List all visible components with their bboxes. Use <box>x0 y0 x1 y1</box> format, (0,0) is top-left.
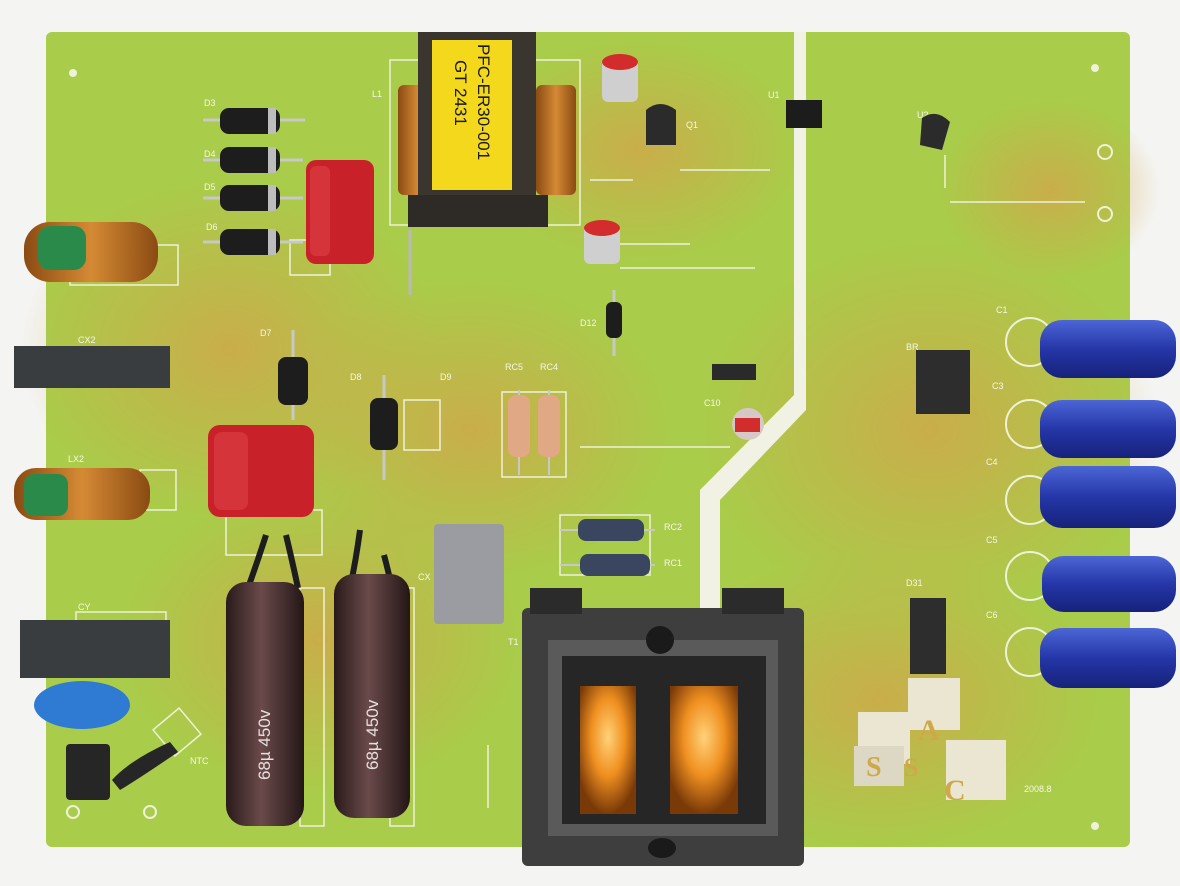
transformer-label-line2: GT 2431 <box>451 60 470 126</box>
small-electrolytic-caps <box>584 54 764 440</box>
resistors <box>508 390 655 576</box>
svg-text:RC1: RC1 <box>664 558 682 568</box>
svg-text:RC5: RC5 <box>505 362 523 372</box>
logo-letter-s-left: S <box>866 752 882 783</box>
x-capacitor <box>434 524 504 624</box>
svg-text:C5: C5 <box>986 535 998 545</box>
svg-text:2008.8: 2008.8 <box>1024 784 1052 794</box>
svg-text:U1: U1 <box>768 90 780 100</box>
output-rectifiers <box>910 350 970 674</box>
bulk-capacitors: 68µ 450v 68µ 450v <box>226 529 410 826</box>
svg-text:L1: L1 <box>372 89 382 99</box>
transformer-label-line1: PFC-ER30-001 <box>474 44 493 160</box>
svg-text:CX2: CX2 <box>78 335 96 345</box>
svg-text:T1: T1 <box>508 637 519 647</box>
svg-text:CX: CX <box>418 572 431 582</box>
svg-text:Q1: Q1 <box>686 120 698 130</box>
svg-text:D4: D4 <box>204 149 216 159</box>
svg-text:D5: D5 <box>204 182 216 192</box>
svg-text:D8: D8 <box>350 372 362 382</box>
capacitor-marking-left: 68µ 450v <box>255 709 274 780</box>
logo-letter-s-mid: S <box>904 753 918 782</box>
main-transformer <box>522 588 804 866</box>
film-capacitors-red <box>208 160 374 517</box>
svg-text:D3: D3 <box>204 98 216 108</box>
logo-letter-c: C <box>944 774 966 807</box>
svg-text:D9: D9 <box>440 372 452 382</box>
input-filter <box>14 222 178 800</box>
logo-letter-a: A <box>918 714 940 747</box>
designator-marks: D3 D4 D5 D6 L1 Q1 U1 U2 CX2 LX2 D7 D8 D9… <box>68 89 1052 794</box>
svg-text:D31: D31 <box>906 578 923 588</box>
svg-text:C3: C3 <box>992 381 1004 391</box>
svg-text:C1: C1 <box>996 305 1008 315</box>
svg-text:CY: CY <box>78 602 91 612</box>
output-capacitors <box>1005 317 1176 688</box>
svg-text:LX2: LX2 <box>68 454 84 464</box>
vertical-diodes <box>278 290 622 480</box>
svg-text:U2: U2 <box>917 110 929 120</box>
svg-text:C4: C4 <box>986 457 998 467</box>
svg-text:RC4: RC4 <box>540 362 558 372</box>
svg-text:C6: C6 <box>986 610 998 620</box>
capacitor-marking-right: 68µ 450v <box>363 699 382 770</box>
svg-text:RC2: RC2 <box>664 522 682 532</box>
pfc-transformer: PFC-ER30-001 GT 2431 <box>398 32 576 295</box>
axial-diodes <box>203 108 305 255</box>
svg-text:BR: BR <box>906 342 919 352</box>
transistors <box>646 100 950 380</box>
svg-text:D12: D12 <box>580 318 597 328</box>
svg-text:C10: C10 <box>704 398 721 408</box>
svg-text:D7: D7 <box>260 328 272 338</box>
svg-text:NTC: NTC <box>190 756 209 766</box>
svg-text:D6: D6 <box>206 222 218 232</box>
sasc-logo: A S S C <box>854 678 1006 807</box>
